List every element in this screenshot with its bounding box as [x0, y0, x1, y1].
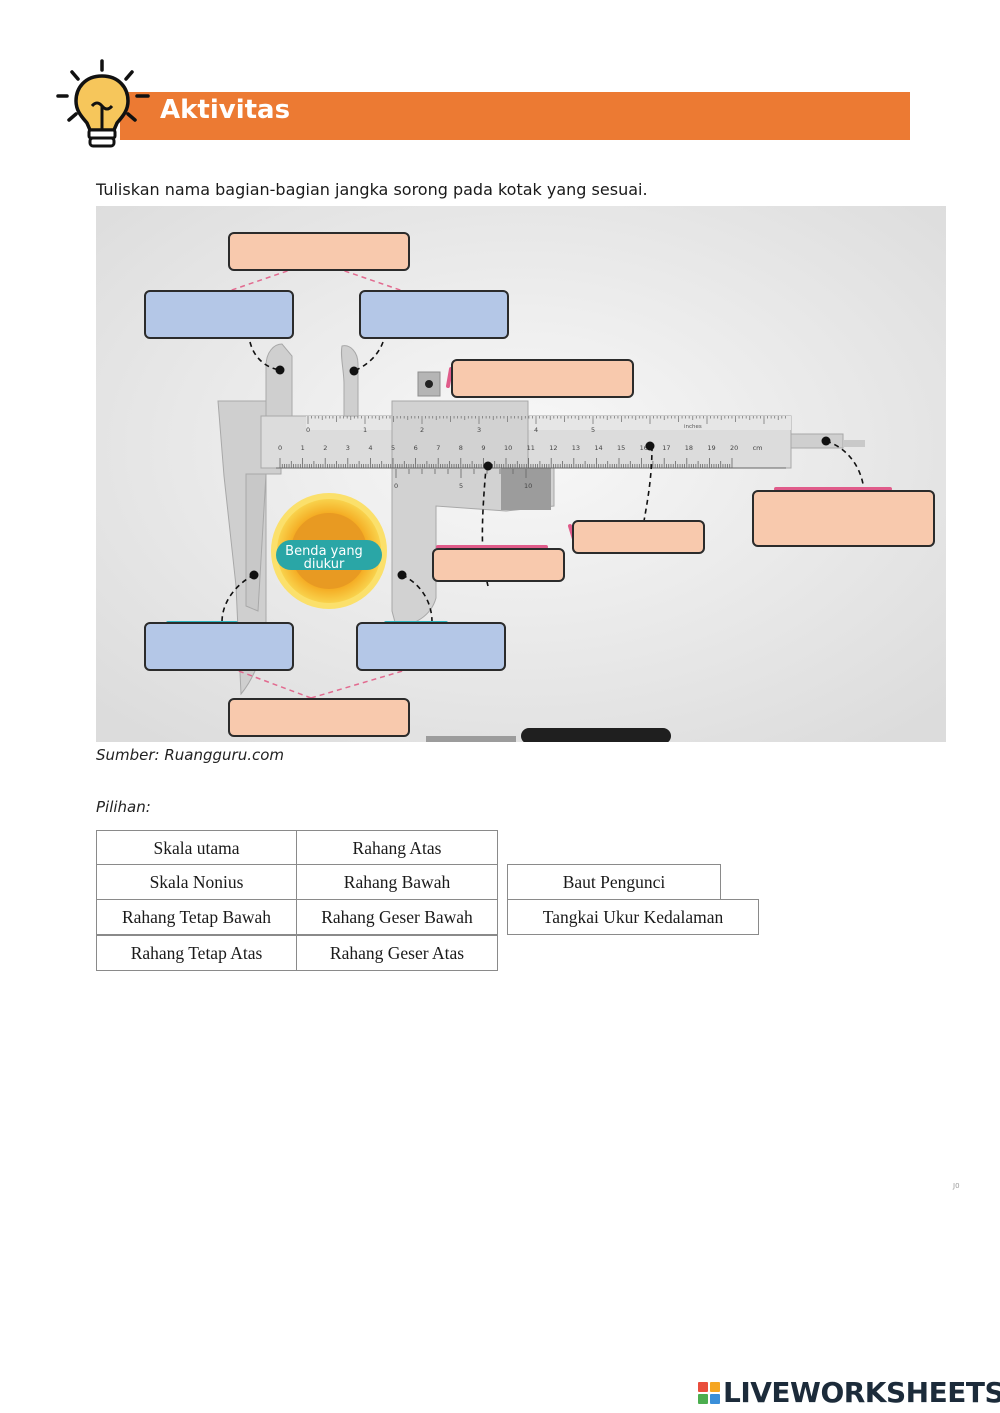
inch-scale-number: 0 — [306, 426, 310, 434]
main-scale-number: 0 — [278, 444, 282, 452]
answer-box-rahang-tetap-bawah[interactable] — [144, 622, 294, 671]
option-tangkai-ukur-kedalaman[interactable]: Tangkai Ukur Kedalaman — [507, 899, 759, 935]
main-scale-number: 1 — [301, 444, 305, 452]
main-scale-number: 10 — [504, 444, 512, 452]
main-scale-number: 20 — [730, 444, 738, 452]
logo-text: LIVEWORKSHEETS — [723, 1376, 1000, 1409]
main-scale-number: 5 — [391, 444, 395, 452]
option-rahang-geser-bawah[interactable]: Rahang Geser Bawah — [296, 899, 498, 935]
main-scale-number: 15 — [617, 444, 625, 452]
inch-scale-number: 5 — [591, 426, 595, 434]
source-caption: Sumber: Ruangguru.com — [96, 746, 285, 764]
main-scale-number: 4 — [368, 444, 372, 452]
answer-box-rahang-geser-bawah[interactable] — [356, 622, 506, 671]
option-skala-nonius[interactable]: Skala Nonius — [96, 864, 297, 900]
main-scale-number: 8 — [459, 444, 463, 452]
vernier-scale-number: 5 — [459, 482, 463, 490]
main-scale-number: 3 — [346, 444, 350, 452]
answer-box-rahang-tetap-atas[interactable] — [144, 290, 294, 339]
main-scale-number: 11 — [527, 444, 535, 452]
inch-scale-number: 4 — [534, 426, 538, 434]
option-rahang-tetap-atas[interactable]: Rahang Tetap Atas — [96, 935, 297, 971]
instruction-text: Tuliskan nama bagian-bagian jangka soron… — [96, 180, 648, 199]
main-scale-number: 19 — [707, 444, 715, 452]
main-scale-number: 7 — [436, 444, 440, 452]
option-skala-utama[interactable]: Skala utama — [96, 830, 297, 866]
header-bar — [120, 92, 910, 140]
answer-box-skala-utama[interactable] — [572, 520, 705, 554]
main-scale-number: 17 — [662, 444, 670, 452]
answer-box-rahang-atas[interactable] — [228, 232, 410, 271]
main-scale-number: 13 — [572, 444, 580, 452]
options-label: Pilihan: — [96, 798, 151, 816]
main-scale-number: 6 — [414, 444, 418, 452]
liveworksheets-logo: LIVEWORKSHEETS — [698, 1378, 1000, 1408]
object-label-line2: diukur — [304, 557, 345, 572]
main-scale-number: 12 — [549, 444, 557, 452]
main-scale-number: 16 — [640, 444, 648, 452]
main-scale-number: cm — [753, 444, 763, 452]
main-scale-number: 2 — [323, 444, 327, 452]
corner-mark: J0 — [953, 1182, 960, 1190]
inch-scale-number: 2 — [420, 426, 424, 434]
option-rahang-geser-atas[interactable]: Rahang Geser Atas — [296, 935, 498, 971]
inch-scale-number: 3 — [477, 426, 481, 434]
inch-scale-number: 1 — [363, 426, 367, 434]
page-title: Aktivitas — [160, 95, 291, 125]
lightbulb-icon — [56, 59, 150, 148]
answer-box-rahang-bawah[interactable] — [228, 698, 410, 737]
option-baut-pengunci[interactable]: Baut Pengunci — [507, 864, 721, 900]
answer-box-skala-nonius[interactable] — [432, 548, 565, 582]
answer-box-tangkai-ukur-kedalaman[interactable] — [752, 490, 935, 547]
main-scale-number: 14 — [594, 444, 602, 452]
logo-squares-icon — [698, 1382, 720, 1404]
option-rahang-atas[interactable]: Rahang Atas — [296, 830, 498, 866]
option-rahang-tetap-bawah[interactable]: Rahang Tetap Bawah — [96, 899, 297, 935]
vernier-scale-number: 0 — [394, 482, 398, 490]
object-label-line1: Benda yang — [285, 544, 363, 559]
main-scale-number: 9 — [481, 444, 485, 452]
answer-box-baut-pengunci[interactable] — [451, 359, 634, 398]
option-rahang-bawah[interactable]: Rahang Bawah — [296, 864, 498, 900]
vernier-scale-number: 10 — [524, 482, 532, 490]
inches-label: inches — [684, 424, 702, 430]
main-scale-number: 18 — [685, 444, 693, 452]
answer-box-rahang-geser-atas[interactable] — [359, 290, 509, 339]
